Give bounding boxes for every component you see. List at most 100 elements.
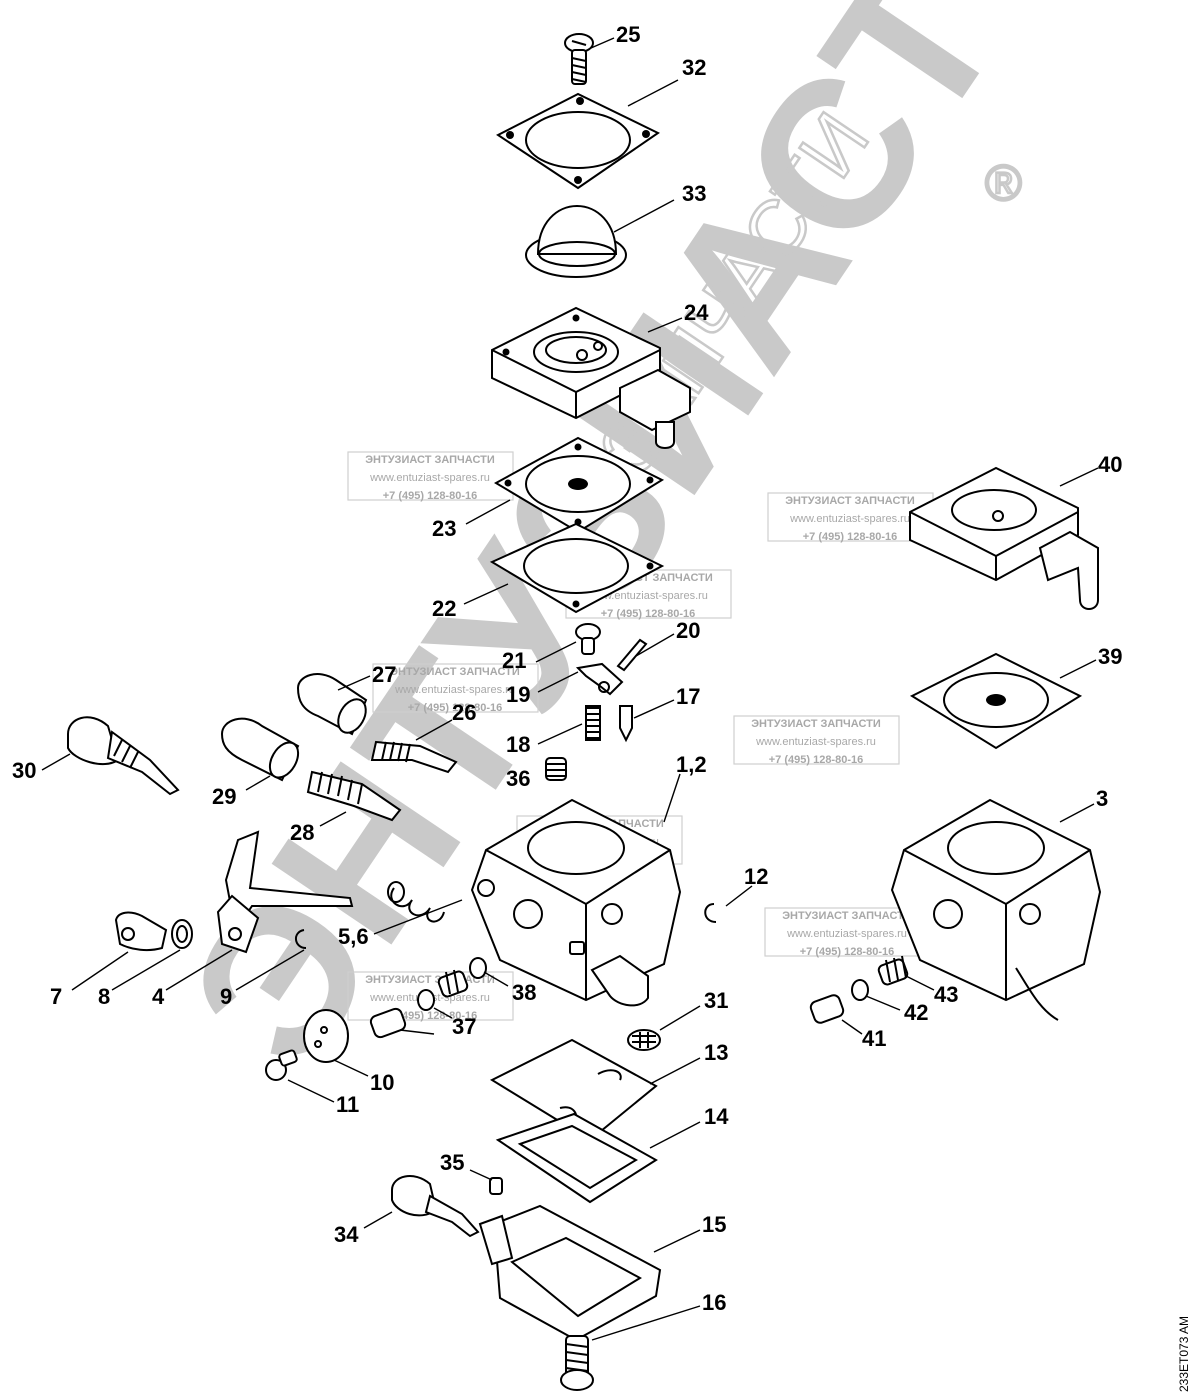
- stamp-site: www.entuziast-spares.ru: [369, 472, 490, 484]
- stamp-site: www.entuziast-spares.ru: [755, 736, 876, 748]
- callout-18: 18: [506, 732, 530, 757]
- stamp-name: ЭНТУЗИАСТ ЗАПЧАСТИ: [365, 454, 495, 466]
- leader-lines: [41, 37, 1099, 1341]
- callout-40: 40: [1098, 452, 1122, 477]
- stamp-name: ЭНТУЗИАСТ ЗАПЧАСТИ: [785, 495, 915, 507]
- stamp-phone: +7 (495) 128-80-16: [800, 946, 894, 958]
- callout-39: 39: [1098, 644, 1122, 669]
- callout-37: 37: [452, 1014, 476, 1039]
- part-plug-37: [369, 1007, 407, 1039]
- stamp-frame: [372, 663, 539, 713]
- part-washer-8: [171, 919, 193, 949]
- part-spring-5-6: [387, 881, 445, 923]
- part-o-ring-37: [417, 989, 435, 1011]
- stamp-frame: [347, 971, 514, 1021]
- callout-24: 24: [684, 300, 709, 325]
- callout-42: 42: [904, 1000, 928, 1025]
- part-o-ring-42: [851, 979, 869, 1001]
- dealer-stamp: ЭНТУЗИАСТ ЗАПЧАСТИ www.entuziast-spares.…: [764, 907, 931, 958]
- callout-32: 32: [682, 55, 706, 80]
- part-lever-19: [575, 662, 624, 696]
- callout-3: 3: [1096, 786, 1108, 811]
- part-diaphragm-23: [493, 436, 665, 534]
- dealer-stamp: ЭНТУЗИАСТ ЗАПЧАСТИ www.entuziast-spares.…: [347, 451, 514, 502]
- part-gasket-32: [496, 92, 660, 190]
- part-adjusting-screw-26: [370, 740, 458, 774]
- callout-9: 9: [220, 984, 232, 1009]
- part-gasket-14: [495, 1112, 658, 1204]
- part-screw-25: [564, 33, 594, 85]
- part-screen-31: [627, 1029, 661, 1051]
- stamp-phone: +7 (495) 128-80-16: [383, 490, 477, 502]
- callout-21: 21: [502, 648, 526, 673]
- part-screw-21: [575, 623, 601, 655]
- part-spring-37: [437, 969, 469, 998]
- callout-43: 43: [934, 982, 958, 1007]
- callout-34: 34: [334, 1222, 359, 1247]
- stamp-phone: +7 (495) 128-80-16: [803, 531, 897, 543]
- part-limiter-cap-27: [296, 673, 368, 736]
- callout-7: 7: [50, 984, 62, 1009]
- part-carburetor-body-1-2: [470, 798, 682, 1007]
- callout-19: 19: [506, 682, 530, 707]
- part-pump-cover-24: [491, 306, 691, 449]
- part-limiter-cap-29: [220, 717, 300, 782]
- callout-17: 17: [676, 684, 700, 709]
- callout-labels: 25 32 33 24 23 22 40 39 21 20 19 17 27 2…: [12, 22, 1122, 1315]
- callout-12: 12: [744, 864, 768, 889]
- callout-11: 11: [336, 1092, 359, 1117]
- part-spring-36: [545, 757, 567, 781]
- part-disc-10: [303, 1009, 349, 1063]
- part-cover-15: [478, 1204, 662, 1342]
- drawing-code: 233ET073 AM: [1177, 1316, 1191, 1392]
- part-adjusting-screw-30: [67, 716, 180, 796]
- dealer-stamp: ЭНТУЗИАСТ ЗАПЧАСТИ www.entuziast-spares.…: [372, 663, 539, 714]
- part-e-clip-12: [704, 903, 717, 923]
- dealer-stamp: ЭНТУЗИАСТ ЗАПЧАСТИ www.entuziast-spares.…: [733, 715, 900, 766]
- stamp-phone: +7 (495) 128-80-16: [769, 754, 863, 766]
- callout-41: 41: [862, 1026, 886, 1051]
- part-adjusting-screw-28: [306, 770, 402, 822]
- callout-38: 38: [512, 980, 536, 1005]
- part-strainer-38: [469, 957, 487, 979]
- part-e-clip-9: [295, 929, 307, 949]
- part-spring-43: [877, 955, 909, 986]
- callout-25: 25: [616, 22, 640, 47]
- callout-8: 8: [98, 984, 110, 1009]
- stamp-name: ЭНТУЗИАСТ ЗАПЧАСТИ: [782, 910, 912, 922]
- callout-26: 26: [452, 700, 476, 725]
- stamp-site: www.entuziast-spares.ru: [587, 590, 708, 602]
- callout-14: 14: [704, 1104, 729, 1129]
- callout-20: 20: [676, 618, 700, 643]
- callout-27: 27: [372, 662, 396, 687]
- callout-15: 15: [702, 1212, 726, 1237]
- callout-29: 29: [212, 784, 236, 809]
- callout-30: 30: [12, 758, 36, 783]
- callout-35: 35: [440, 1150, 464, 1175]
- stamp-site: www.entuziast-spares.ru: [394, 684, 515, 696]
- callout-13: 13: [704, 1040, 728, 1065]
- stamp-site: www.entuziast-spares.ru: [786, 928, 907, 940]
- callout-33: 33: [682, 181, 706, 206]
- part-gasket-22: [489, 522, 665, 614]
- part-inlet-needle-17: [619, 705, 633, 743]
- stamp-phone: +7 (495) 128-80-16: [383, 1010, 477, 1022]
- stamp-name: ЭНТУЗИАСТ ЗАПЧАСТИ: [751, 718, 881, 730]
- part-plug-41: [809, 994, 845, 1024]
- callout-4: 4: [152, 984, 165, 1009]
- part-throttle-shaft-4: [216, 830, 354, 954]
- stamp-phone: +7 (495) 128-80-16: [408, 702, 502, 714]
- stamp-site: www.entuziast-spares.ru: [789, 513, 910, 525]
- dealer-stamp: ЭНТУЗИАСТ ЗАПЧАСТИ www.entuziast-spares.…: [767, 492, 934, 543]
- stamp-frame: [733, 715, 900, 765]
- part-pump-cover-40: [909, 466, 1099, 610]
- part-pin-20: [616, 638, 648, 672]
- part-adjusting-screw-34: [391, 1175, 480, 1238]
- callout-31: 31: [704, 988, 728, 1013]
- part-pin-35: [489, 1177, 503, 1195]
- callout-10: 10: [370, 1070, 394, 1095]
- part-screw-16: [560, 1335, 594, 1391]
- callout-28: 28: [290, 820, 314, 845]
